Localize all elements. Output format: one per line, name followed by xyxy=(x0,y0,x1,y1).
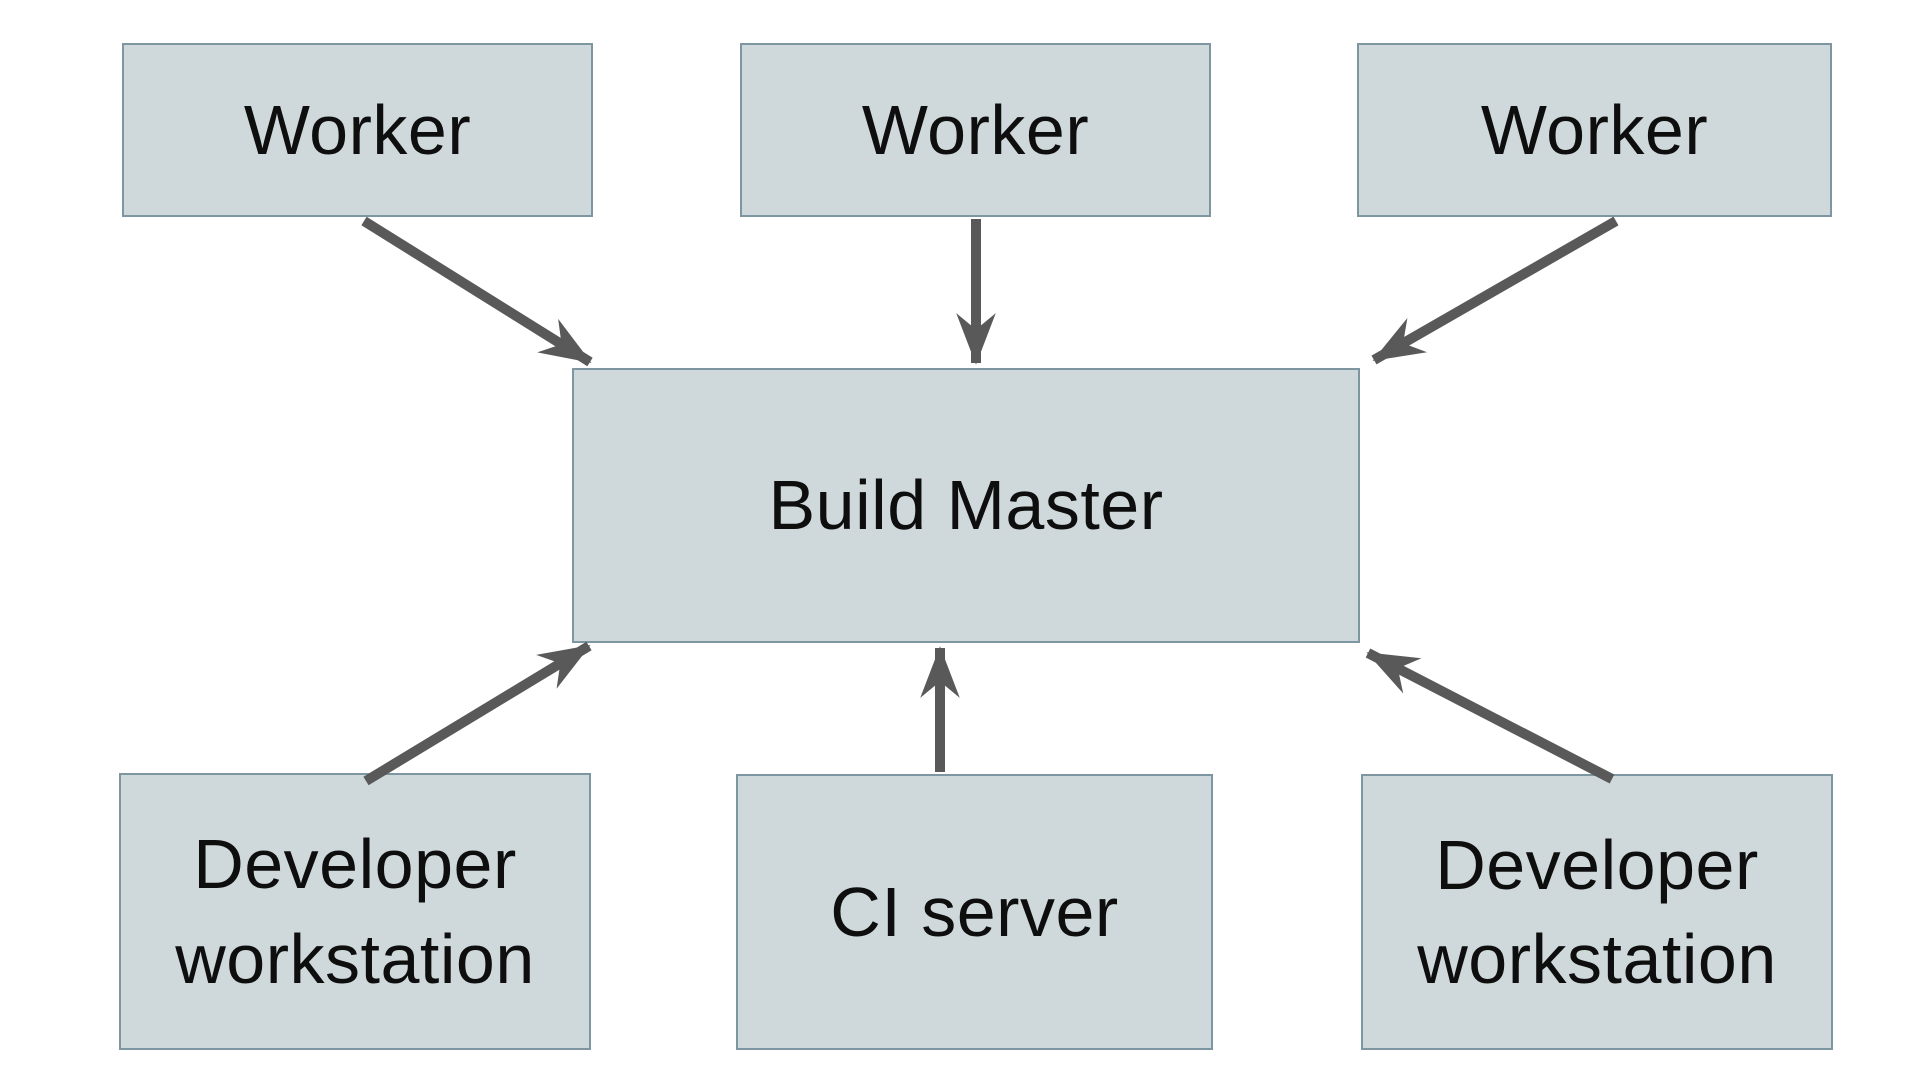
node-worker-2: Worker xyxy=(740,43,1211,217)
arrow-dev-ws-2-to-build-master xyxy=(1365,648,1615,784)
node-developer-workstation-2: Developer workstation xyxy=(1361,774,1833,1050)
node-developer-workstation-2-label: Developer workstation xyxy=(1417,825,1777,999)
arrow-worker-3-to-build-master xyxy=(1371,216,1619,365)
node-developer-workstation-1: Developer workstation xyxy=(119,773,591,1050)
node-developer-workstation-1-label: Developer workstation xyxy=(175,825,535,998)
node-worker-1-label: Worker xyxy=(243,90,472,169)
node-build-master: Build Master xyxy=(572,368,1360,643)
node-ci-server: CI server xyxy=(736,774,1213,1050)
node-worker-2-label: Worker xyxy=(861,90,1090,169)
node-worker-3-label: Worker xyxy=(1480,90,1709,169)
node-ci-server-label: CI server xyxy=(830,872,1119,951)
arrow-worker-1-to-build-master xyxy=(361,216,593,367)
node-build-master-label: Build Master xyxy=(768,466,1164,545)
arrow-dev-ws-1-to-build-master xyxy=(363,641,592,786)
node-worker-1: Worker xyxy=(122,43,593,217)
node-worker-3: Worker xyxy=(1357,43,1832,217)
